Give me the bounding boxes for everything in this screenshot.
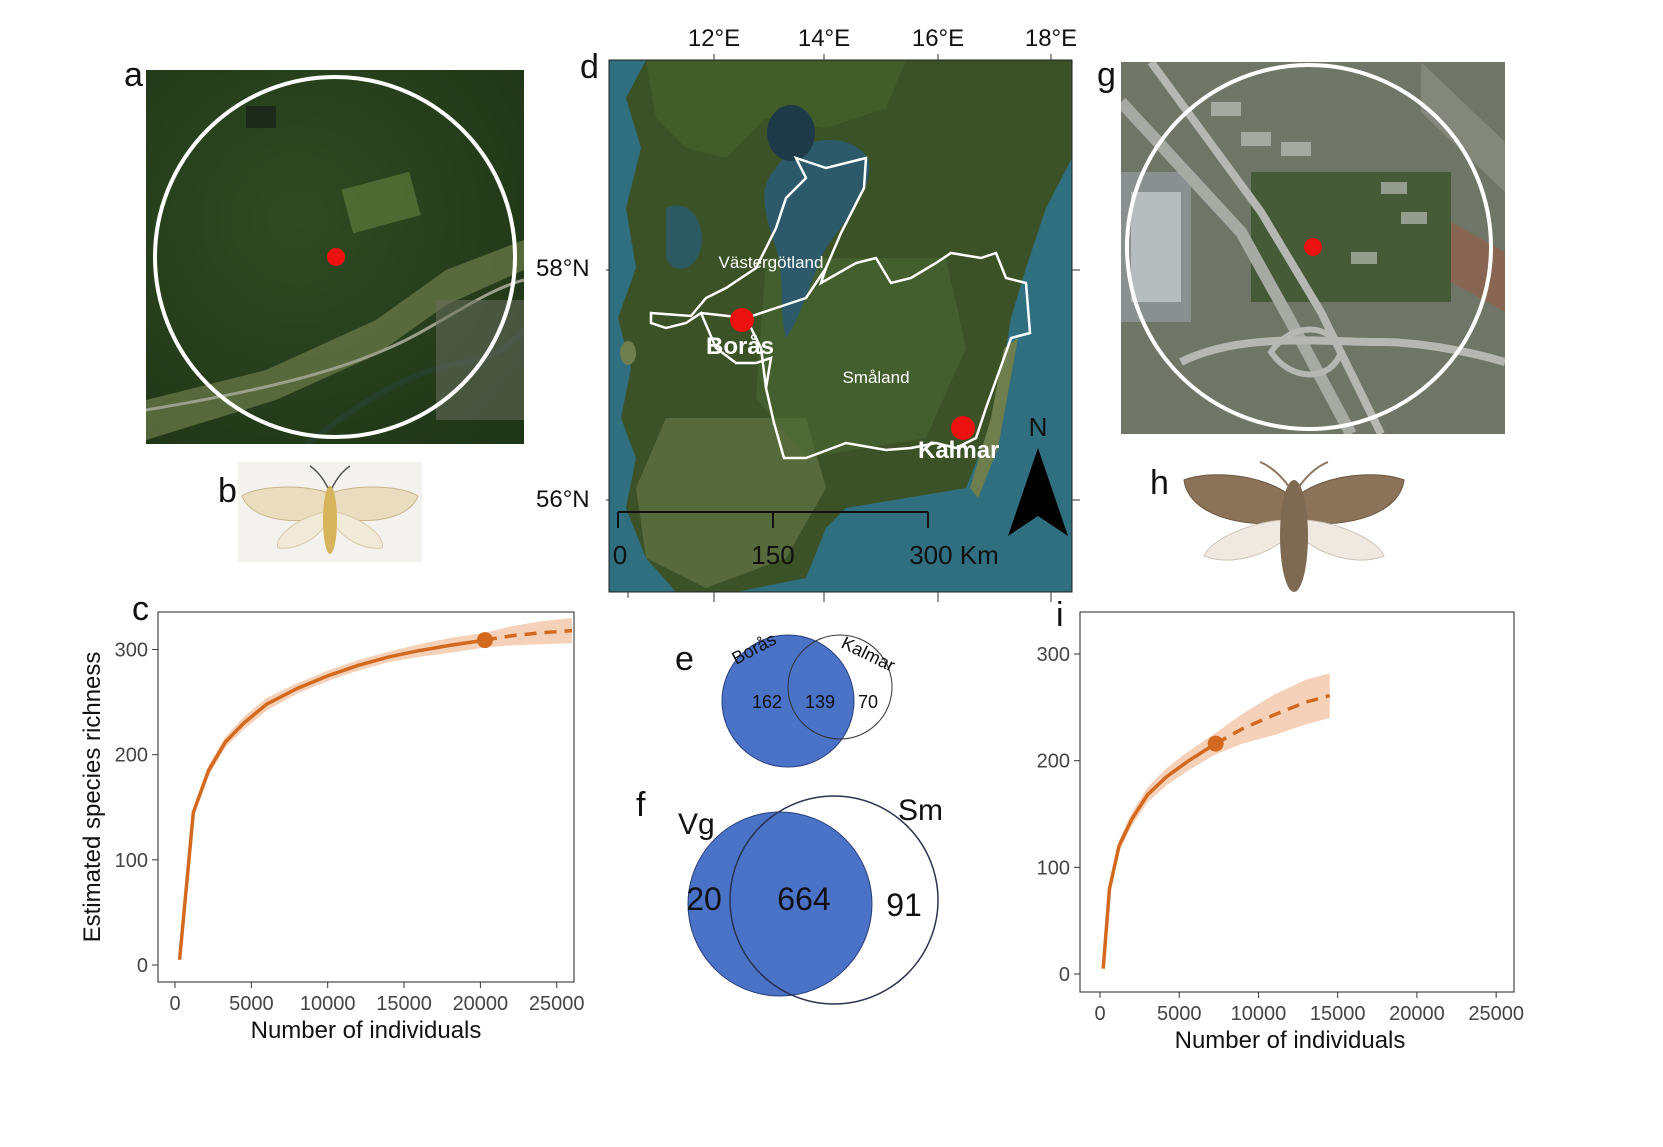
- venn-circle-vg: [687, 811, 873, 997]
- x-tick-label: 5000: [229, 993, 274, 1015]
- y-axis-label: Estimated species richness: [79, 652, 106, 943]
- interpolated-line: [177, 638, 486, 960]
- moth-image-brown: [1183, 461, 1405, 592]
- venn-e-right-only: 70: [858, 692, 878, 712]
- y-tick-label: 200: [115, 745, 148, 767]
- lon-tick-14: 14°E: [798, 25, 850, 52]
- panel-letter-g: g: [1097, 56, 1116, 94]
- x-tick-label: 10000: [300, 993, 356, 1015]
- plot-area: [1079, 611, 1515, 993]
- venn-f-left-label: Vg: [678, 808, 715, 841]
- y-tick-label: 300: [115, 640, 148, 662]
- x-tick-label: 0: [169, 993, 180, 1015]
- rarefaction-chart-i: 0 5000 10000 15000 20000 25000 0 100 200 300 Num…: [1037, 611, 1524, 1050]
- y-tick-label: 0: [1059, 964, 1070, 986]
- extrapolated-line: [1214, 693, 1331, 746]
- venn-f-left-only: 20: [686, 881, 722, 917]
- venn-f-right-only: 91: [886, 887, 922, 923]
- venn-f-right-label: Sm: [898, 794, 943, 827]
- x-tick-label: 15000: [1310, 1003, 1366, 1025]
- panel-letter-e: e: [675, 640, 694, 678]
- region-borders: [649, 155, 1032, 460]
- x-tick-label: 20000: [453, 993, 509, 1015]
- panel-letter-f: f: [636, 786, 646, 824]
- scale-label-0: 0: [613, 540, 627, 570]
- north-arrow-icon: [1008, 448, 1068, 536]
- aerial-image-forest: [146, 70, 524, 444]
- region-label-smaland: Småland: [842, 368, 909, 387]
- lon-tick-18: 18°E: [1025, 25, 1077, 52]
- y-tick-label: 100: [1037, 857, 1070, 879]
- venn-diagram-f: Vg Sm 20 664 91: [678, 794, 943, 1005]
- x-tick-label: 10000: [1231, 1003, 1287, 1025]
- x-tick-label: 5000: [1157, 1003, 1202, 1025]
- panel-letter-b: b: [218, 472, 237, 510]
- scale-bar: [617, 511, 929, 528]
- map-svg: 12°E 14°E 16°E 18°E: [603, 25, 1080, 602]
- plot-area: [157, 611, 575, 983]
- scale-label-300: 300 Km: [909, 540, 999, 570]
- venn-circle-boras: [721, 634, 855, 768]
- site-marker-boras: [730, 308, 754, 332]
- venn-circle-kalmar: [787, 634, 893, 740]
- venn-circle-sm: [729, 795, 939, 1005]
- y-tick-label: 0: [137, 955, 148, 977]
- x-tick-label: 25000: [1468, 1003, 1524, 1025]
- venn-e-left-only: 162: [752, 692, 782, 712]
- lon-tick-12: 12°E: [688, 25, 740, 52]
- moth-image-pale: [238, 462, 422, 562]
- lon-tick-16: 16°E: [912, 25, 964, 52]
- panel-letter-a: a: [124, 56, 143, 94]
- venn-f-both: 664: [777, 881, 830, 917]
- observed-point: [1207, 735, 1224, 752]
- observed-point: [476, 632, 493, 649]
- aerial-image-urban: [1121, 62, 1505, 434]
- interpolated-line: [1101, 742, 1217, 969]
- y-tick-label: 100: [115, 850, 148, 872]
- y-tick-label: 300: [1037, 644, 1070, 666]
- rarefaction-chart-c: 0 5000 10000 15000 20000 25000 0 100 200 300 Num…: [79, 611, 585, 1044]
- panel-letter-c: c: [132, 590, 149, 628]
- site-marker-kalmar: [951, 416, 975, 440]
- extrapolated-line: [484, 628, 573, 642]
- north-label: N: [1029, 412, 1048, 442]
- x-tick-label: 15000: [376, 993, 432, 1015]
- venn-diagram-e: Borås Kalmar 162 139 70: [721, 629, 898, 768]
- y-tick-label: 200: [1037, 751, 1070, 773]
- scale-label-150: 150: [751, 540, 794, 570]
- x-axis-label: Number of individuals: [251, 1017, 482, 1044]
- x-tick-label: 25000: [529, 993, 585, 1015]
- map-panel: 12°E 14°E 16°E 18°E: [603, 18, 1096, 608]
- venn-e-right-label: Kalmar: [838, 633, 898, 676]
- panel-letter-d: d: [580, 48, 599, 86]
- x-axis-label: Number of individuals: [1175, 1027, 1406, 1050]
- venn-e-both: 139: [805, 692, 835, 712]
- x-tick-label: 20000: [1389, 1003, 1445, 1025]
- region-label-vastergotland: Västergötland: [719, 253, 824, 272]
- city-label-boras: Borås: [706, 333, 774, 360]
- panel-letter-i: i: [1056, 596, 1064, 634]
- city-label-kalmar: Kalmar: [918, 437, 999, 464]
- x-tick-label: 0: [1094, 1003, 1105, 1025]
- confidence-band: [179, 618, 572, 961]
- lat-tick-56: 56°N: [536, 486, 590, 513]
- lat-tick-58: 58°N: [536, 255, 590, 282]
- panel-letter-h: h: [1150, 464, 1169, 502]
